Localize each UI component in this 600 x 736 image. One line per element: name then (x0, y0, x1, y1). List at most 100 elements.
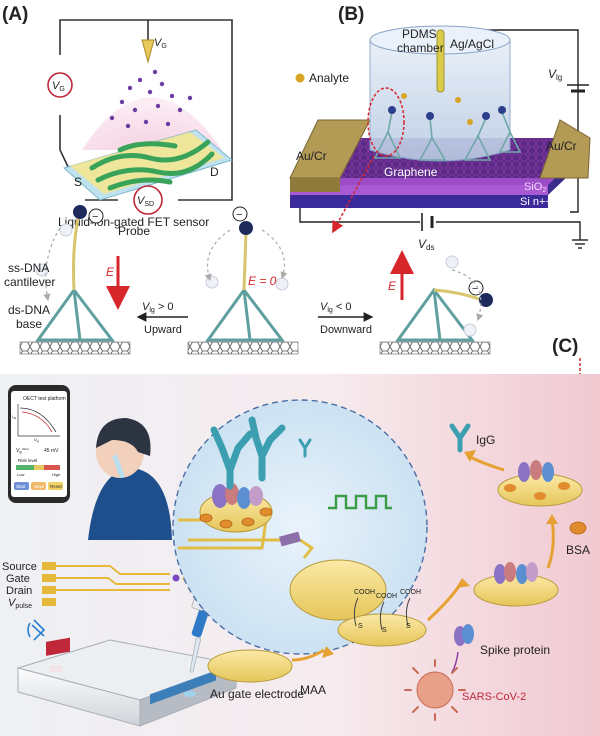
ss-dna-right (433, 288, 483, 302)
panel-b-sio2-front (290, 185, 548, 195)
maa-label: MAA (300, 683, 326, 697)
phone-risk-label: Risk level (18, 458, 37, 463)
phone-chart-curve (19, 407, 57, 433)
pulse-waveform (328, 494, 392, 510)
cooh-label-1: COOH (354, 589, 375, 596)
phone-risk-high: High (52, 472, 60, 477)
panel-b-aucr-right-label: Au/Cr (546, 139, 577, 153)
magnified-spike-proteins (212, 483, 263, 509)
arrow-bsa (546, 519, 555, 569)
workflow-bsa-proteins (504, 460, 570, 500)
phone-save-button[interactable] (31, 482, 46, 490)
motion-arc-right (451, 269, 484, 322)
oect-channel (279, 531, 301, 547)
downward-label: Downward (320, 324, 372, 336)
device-display (46, 637, 70, 656)
tetrahedron-right (395, 287, 476, 342)
panel-b-sio2-label: SiO2 (524, 181, 546, 194)
drain-label: Drain (6, 585, 32, 597)
panel-b-zoom-ellipse (367, 87, 405, 157)
phone-risk-low-segment (16, 465, 34, 470)
panel-b-tag: (B) (338, 4, 364, 25)
field-label-zero: E = 0 (248, 274, 277, 288)
panel-a-vg-label: VG (52, 80, 65, 93)
panel-b-ground-symbol (572, 239, 588, 249)
panel-a-analyte-dots (109, 69, 193, 129)
panel-a-nanowire-network (89, 139, 215, 191)
phone-reset-button[interactable] (48, 482, 63, 490)
person-illustration (88, 418, 172, 540)
measurement-device: 88 (16, 637, 238, 727)
panel-b-aucr-left-label: Au/Cr (296, 149, 327, 163)
sample-droplet (184, 691, 196, 697)
arrow-spike-head (456, 578, 470, 588)
panel-a-vsd-label: VSD (137, 195, 154, 208)
panel-b-zoom-arrow (332, 155, 375, 234)
panel-b-agagcl-label: Ag/AgCl (450, 37, 494, 51)
channel-trace-link (299, 538, 315, 559)
panel-b: (B) Vlg Vds (289, 4, 591, 252)
phone-offset-value: 45 mV (44, 448, 59, 454)
au-gate-electrode-label: Au gate electrode (210, 687, 304, 701)
panel-b-pdms-label: PDMS (402, 27, 437, 41)
panel-b-ds-wire-right (436, 221, 581, 240)
free-spike-protein (454, 624, 474, 646)
magnified-view (172, 399, 428, 655)
arrow-bsa-head (546, 514, 558, 524)
panel-b-analyte-label: Analyte (309, 71, 349, 85)
cooh-label-2: COOH (376, 593, 397, 600)
person-body (88, 468, 172, 540)
panel-a-gate-pin (141, 39, 155, 64)
panel-a-drain-label: D (210, 165, 219, 179)
phone-start-button[interactable] (14, 482, 29, 490)
phone-chart-curve-2 (21, 411, 53, 433)
phone-risk-low: Low (17, 472, 24, 477)
motion-arc-left (43, 227, 61, 302)
panel-b-agagcl-electrode (436, 29, 445, 93)
igg-label: IgG (476, 433, 495, 447)
upward-label: Upward (144, 324, 182, 336)
cooh-label-3: COOH (400, 589, 421, 596)
phone-offset-label: Vgoffset (16, 447, 29, 454)
magnified-bsa (199, 507, 273, 529)
phone-device: OECT test platform Ids Vlg Vgoffset 45 m… (8, 385, 70, 503)
phone-reset-label: Reset (50, 484, 63, 489)
magnified-igg (210, 416, 312, 490)
step-spike-electrode (473, 573, 559, 607)
charge-left (88, 208, 104, 224)
panel-b-vds-label: Vds (418, 237, 434, 252)
spike-protein-label: Spike protein (480, 643, 550, 657)
ss-dna-center (242, 231, 248, 291)
panel-b-vlg-label: Vlg (548, 67, 562, 82)
tetrahedron-center (205, 287, 286, 342)
panel-a-vsd-meter (133, 185, 163, 215)
panel-b-electrode-right (539, 119, 591, 179)
ss-dna-left (72, 217, 80, 291)
panel-b-si-label: Si n++ (520, 196, 552, 208)
panel-a-tag: (A) (2, 4, 28, 25)
test-strip (150, 670, 216, 705)
panel-b-analyte-particles (388, 93, 506, 125)
probe-left (73, 205, 87, 219)
bluetooth-icon (27, 619, 46, 641)
sars-cov-2-label: SARS-CoV-2 (462, 691, 526, 703)
panel-a: (A) VG VG VSD (2, 4, 234, 229)
panel-b-dna-probes (373, 111, 522, 161)
vpulse-label: Vpulse (8, 597, 32, 610)
tetrahedron-left (35, 287, 116, 342)
bsa-label: BSA (566, 543, 590, 557)
bsa-molecule (569, 521, 587, 535)
panel-b-gate-circuit (510, 29, 579, 213)
s-label-2: S (382, 627, 387, 634)
sars-cov-2-virus (404, 659, 466, 721)
field-label-right: E (388, 279, 397, 293)
phone-screen (11, 391, 67, 497)
panel-c: (C) OECT test platform Ids Vlg Vgoffset … (0, 336, 600, 736)
device-display-digits: 88 (50, 665, 62, 676)
s-label-1: S (358, 623, 363, 630)
probe-label: Probe (118, 224, 150, 238)
panel-a-circuit-wire (59, 19, 233, 201)
panel-a-source-label: S (74, 175, 82, 189)
